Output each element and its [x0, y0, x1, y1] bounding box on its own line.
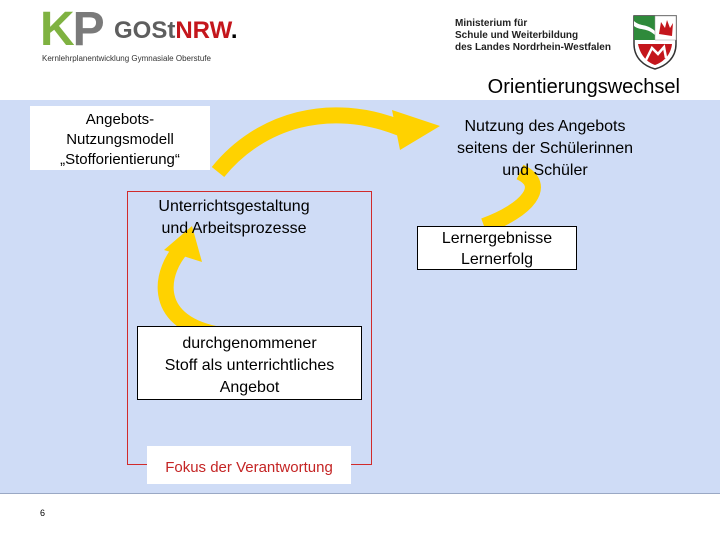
arrow-left-head-icon [164, 226, 202, 262]
header: KP GOStNRW. Kernlehrplanentwicklung Gymn… [0, 0, 720, 100]
kip-logo-letters: KP [40, 3, 105, 56]
footer-divider [0, 493, 720, 494]
box-covered-material: durchgenommener Stoff als unterrichtlich… [137, 326, 362, 400]
arrow-top-head-icon [392, 110, 440, 150]
arrow-left-icon [157, 240, 217, 342]
slide-title: Orientierungswechsel [487, 76, 680, 98]
box-lesson-design: Unterrichtsgestaltung und Arbeitsprozess… [158, 198, 310, 237]
arrow-right-icon [481, 164, 541, 234]
page-number: 6 [40, 508, 46, 518]
box-offer-use-model: Angebots- Nutzungsmodell „Stofforientier… [30, 106, 210, 170]
box-use-of-offer: Nutzung des Angebots seitens der Schüler… [456, 118, 634, 179]
nrw-crest-icon [633, 15, 677, 70]
box-learning-results: Lernergebnisse Lernerfolg [417, 226, 577, 270]
gost-nrw-text: GOStNRW. [114, 17, 238, 44]
focus-of-responsibility-label: Fokus der Verantwortung [147, 446, 351, 484]
kip-logo: KP GOStNRW. Kernlehrplanentwicklung Gymn… [40, 6, 240, 68]
ministry-name: Ministerium für Schule und Weiterbildung… [455, 18, 611, 53]
arrow-top-icon [211, 107, 403, 178]
kip-logo-subtitle: Kernlehrplanentwicklung Gymnasiale Obers… [42, 54, 211, 63]
